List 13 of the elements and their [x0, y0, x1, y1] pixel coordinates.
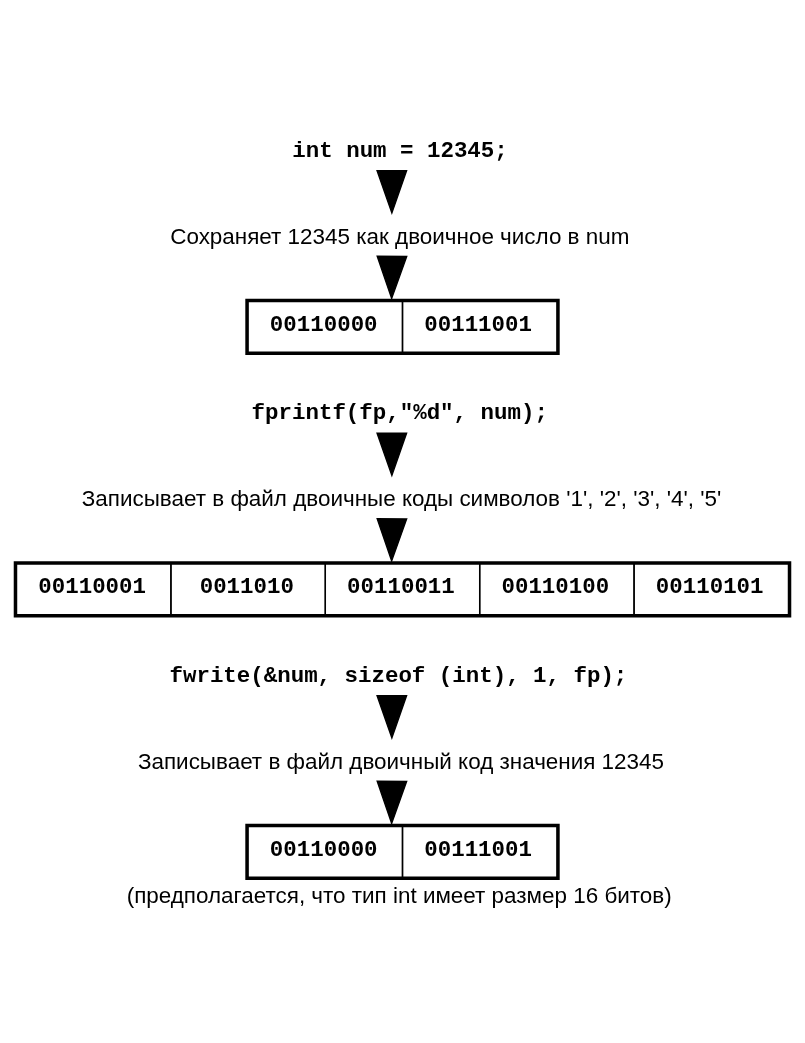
- node-text: Сохраняет 12345 как двоичное число в num: [170, 223, 630, 249]
- arrow: [376, 169, 408, 215]
- node-text: int num = 12345;: [292, 137, 508, 164]
- node-text: fprintf(fp,"%d", num);: [251, 399, 548, 426]
- arrow: [376, 432, 408, 477]
- arrow: [376, 779, 408, 825]
- node-text: Записывает в файл двоичный код значения 12345: [137, 748, 665, 774]
- arrow: [376, 255, 408, 301]
- node-text: fwrite(&num, sizeof (int), 1, fp);: [169, 662, 628, 689]
- node-text: Записывает в файл двоичные коды символов '1', '2', '3', '4', '5': [81, 485, 722, 511]
- caption: (предполагается, что тип int имеет размер 16 битов): [126, 882, 672, 908]
- arrow: [376, 517, 408, 563]
- arrow: [376, 694, 408, 740]
